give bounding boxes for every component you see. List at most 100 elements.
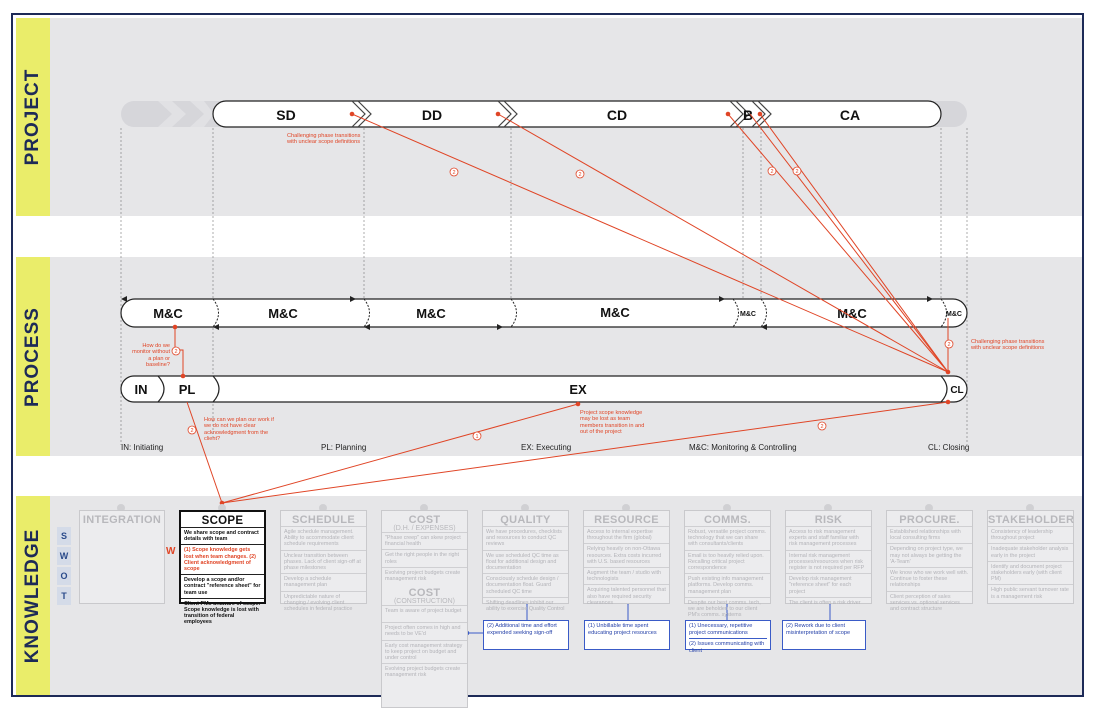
note-cl-transition: Challenging phase transitions with uncle… (971, 339, 1045, 352)
connector-dots (172, 111, 951, 506)
swot-t: T (57, 587, 71, 605)
card-title: RISK (814, 514, 843, 526)
comms-opportunity: Push existing info management platforms.… (685, 573, 770, 597)
card-stakeholder[interactable]: STAKEHOLDER Consistency of leadership th… (987, 510, 1074, 604)
mc-label-4: M&C (600, 305, 630, 320)
procure-threat: Client perception of sales services vs. … (887, 590, 972, 615)
cost2-weakness: Project often comes in high and needs to… (382, 622, 467, 639)
impact-quality: (2) Additional time and effort expended … (483, 620, 569, 650)
card-scope[interactable]: SCOPE We share scope and contract detail… (179, 510, 266, 625)
resource-strength: Access to internal expertise throughout … (584, 526, 669, 543)
card-cost[interactable]: COST (D.H. / EXPENSES) "Phase creep" can… (381, 510, 468, 708)
card-title-2: COST (408, 587, 441, 600)
schedule-opportunity: Develop a schedule management plan (281, 573, 366, 590)
card-title: SCHEDULE (292, 514, 355, 526)
swot-o: O (57, 567, 71, 585)
process-lane (120, 375, 968, 403)
swot-w: W (57, 547, 71, 565)
note-monitor: How do we monitor without a plan or base… (132, 343, 170, 369)
mc-label-6: M&C (837, 306, 867, 321)
risk-weakness: Internal risk management processes/resou… (786, 549, 871, 574)
process-tab: PROCESS (16, 257, 50, 456)
badge-1: 2 (452, 170, 455, 176)
card-resource[interactable]: RESOURCE Access to internal expertise th… (583, 510, 670, 606)
card-title: PROCURE. (899, 514, 960, 526)
impact-comms-line2: (2) Issues communicating with client (689, 638, 767, 654)
legend-ex: EX: Executing (521, 443, 572, 452)
resource-weakness: Relying heavily on non-Ottawa resources.… (584, 543, 669, 567)
note-ex-scope: Project scope knowledge may be lost as t… (580, 410, 645, 436)
badge-2: 2 (578, 172, 581, 178)
phase-ca: CA (840, 107, 860, 123)
legend-pl: PL: Planning (321, 443, 367, 452)
project-tab: PROJECT (16, 18, 50, 216)
card-subtitle-2: (CONSTRUCTION) (393, 598, 456, 606)
impact-quality-line1: (2) Additional time and effort expended … (487, 623, 557, 636)
comms-threat: Despite our best comms. tech, we are beh… (685, 596, 770, 621)
stakeholder-strength: Consistency of leadership throughout pro… (988, 526, 1073, 543)
process-pl: PL (179, 382, 196, 397)
card-quality[interactable]: QUALITY We have procedures, checklists a… (482, 510, 569, 612)
legend-in: IN: Initiating (121, 443, 164, 452)
swot-s: S (57, 527, 71, 545)
card-procure[interactable]: PROCURE. Established relationships with … (886, 510, 973, 612)
card-title: STAKEHOLDER (988, 514, 1075, 526)
comms-strength: Robust, versatile project comms. technol… (685, 526, 770, 550)
card-schedule[interactable]: SCHEDULE Agile schedule management. Abil… (280, 510, 367, 612)
issue-connectors (174, 113, 949, 504)
ghost-chevron-2 (190, 101, 214, 127)
badge-3: 2 (770, 169, 773, 175)
process-cl: CL (950, 385, 963, 396)
impact-resource-line1: (1) Unbillable time spent educating proj… (588, 623, 657, 636)
badge-7: 1 (475, 434, 478, 440)
card-risk[interactable]: RISK Access to risk management experts a… (785, 510, 872, 606)
cost-weakness: Get the right people in the right roles (382, 549, 467, 566)
phase-cd: CD (607, 107, 627, 123)
impact-comms: (1) Unecessary, repetitive project commu… (685, 620, 771, 654)
ghost-chevron-1 (158, 101, 186, 127)
impact-comms-line1: (1) Unecessary, repetitive project commu… (689, 623, 753, 636)
phase-dd: DD (422, 107, 442, 123)
mc-label-3: M&C (416, 306, 446, 321)
cost-strength: "Phase creep" can skew project financial… (382, 532, 467, 549)
procure-weakness: Depending on project type, we may not al… (887, 543, 972, 567)
card-comms[interactable]: COMMS. Robust, versatile project comms. … (684, 510, 771, 618)
badge-8: 2 (820, 424, 823, 430)
mc-arrowheads (121, 296, 933, 330)
card-title: RESOURCE (594, 514, 659, 526)
project-phase-bar (212, 100, 942, 128)
schedule-weakness: Unclear transition between phases. Lack … (281, 549, 366, 574)
comms-weakness: Email is too heavily relied upon. Recall… (685, 549, 770, 574)
badge-9: 2 (190, 428, 193, 434)
resource-opportunity: Augment the team / studio with technolog… (584, 567, 669, 584)
note-plan: How can we plan our work if we do not ha… (204, 417, 274, 443)
scope-weakness: (1) Scope knowledge gets lost when team … (181, 544, 264, 574)
impact-risk-line1: (2) Rework due to client misinterpretati… (786, 623, 851, 636)
card-title: COST (408, 514, 441, 526)
scope-threat: Client PMs unaware of scope. Scope knowl… (181, 597, 264, 628)
mc-label-1: M&C (153, 306, 183, 321)
stakeholder-opportunity: Identify and document project stakeholde… (988, 560, 1073, 585)
phase-dividers (351, 100, 772, 128)
card-title: QUALITY (500, 514, 551, 526)
cost2-opportunity: Early cost management strategy to keep p… (382, 639, 467, 664)
mc-label-7: M&C (946, 311, 962, 318)
cost-opportunity: Evolving project budgets create manageme… (382, 566, 467, 584)
card-title: INTEGRATION (82, 514, 162, 526)
mc-label-5: M&C (740, 311, 756, 318)
mc-label-2: M&C (268, 306, 298, 321)
quality-weakness: We use scheduled QC time as float for ad… (483, 549, 568, 574)
procure-opportunity: We know who we work well with. Continue … (887, 567, 972, 591)
quality-threat: Shifting deadlines inhibit our ability t… (483, 596, 568, 614)
quality-strength: We have procedures, checklists and resou… (483, 526, 568, 550)
card-title: COMMS. (703, 514, 752, 526)
phase-b: B (743, 107, 753, 123)
schedule-strength: Agile schedule management. Ability to ac… (281, 526, 366, 550)
phase-sd: SD (276, 107, 295, 123)
process-in: IN (135, 382, 148, 397)
risk-strength: Access to risk management experts and st… (786, 526, 871, 550)
card-integration[interactable]: INTEGRATION (79, 510, 165, 604)
risk-opportunity: Develop risk management "reference sheet… (786, 573, 871, 597)
impact-connectors (467, 602, 831, 634)
